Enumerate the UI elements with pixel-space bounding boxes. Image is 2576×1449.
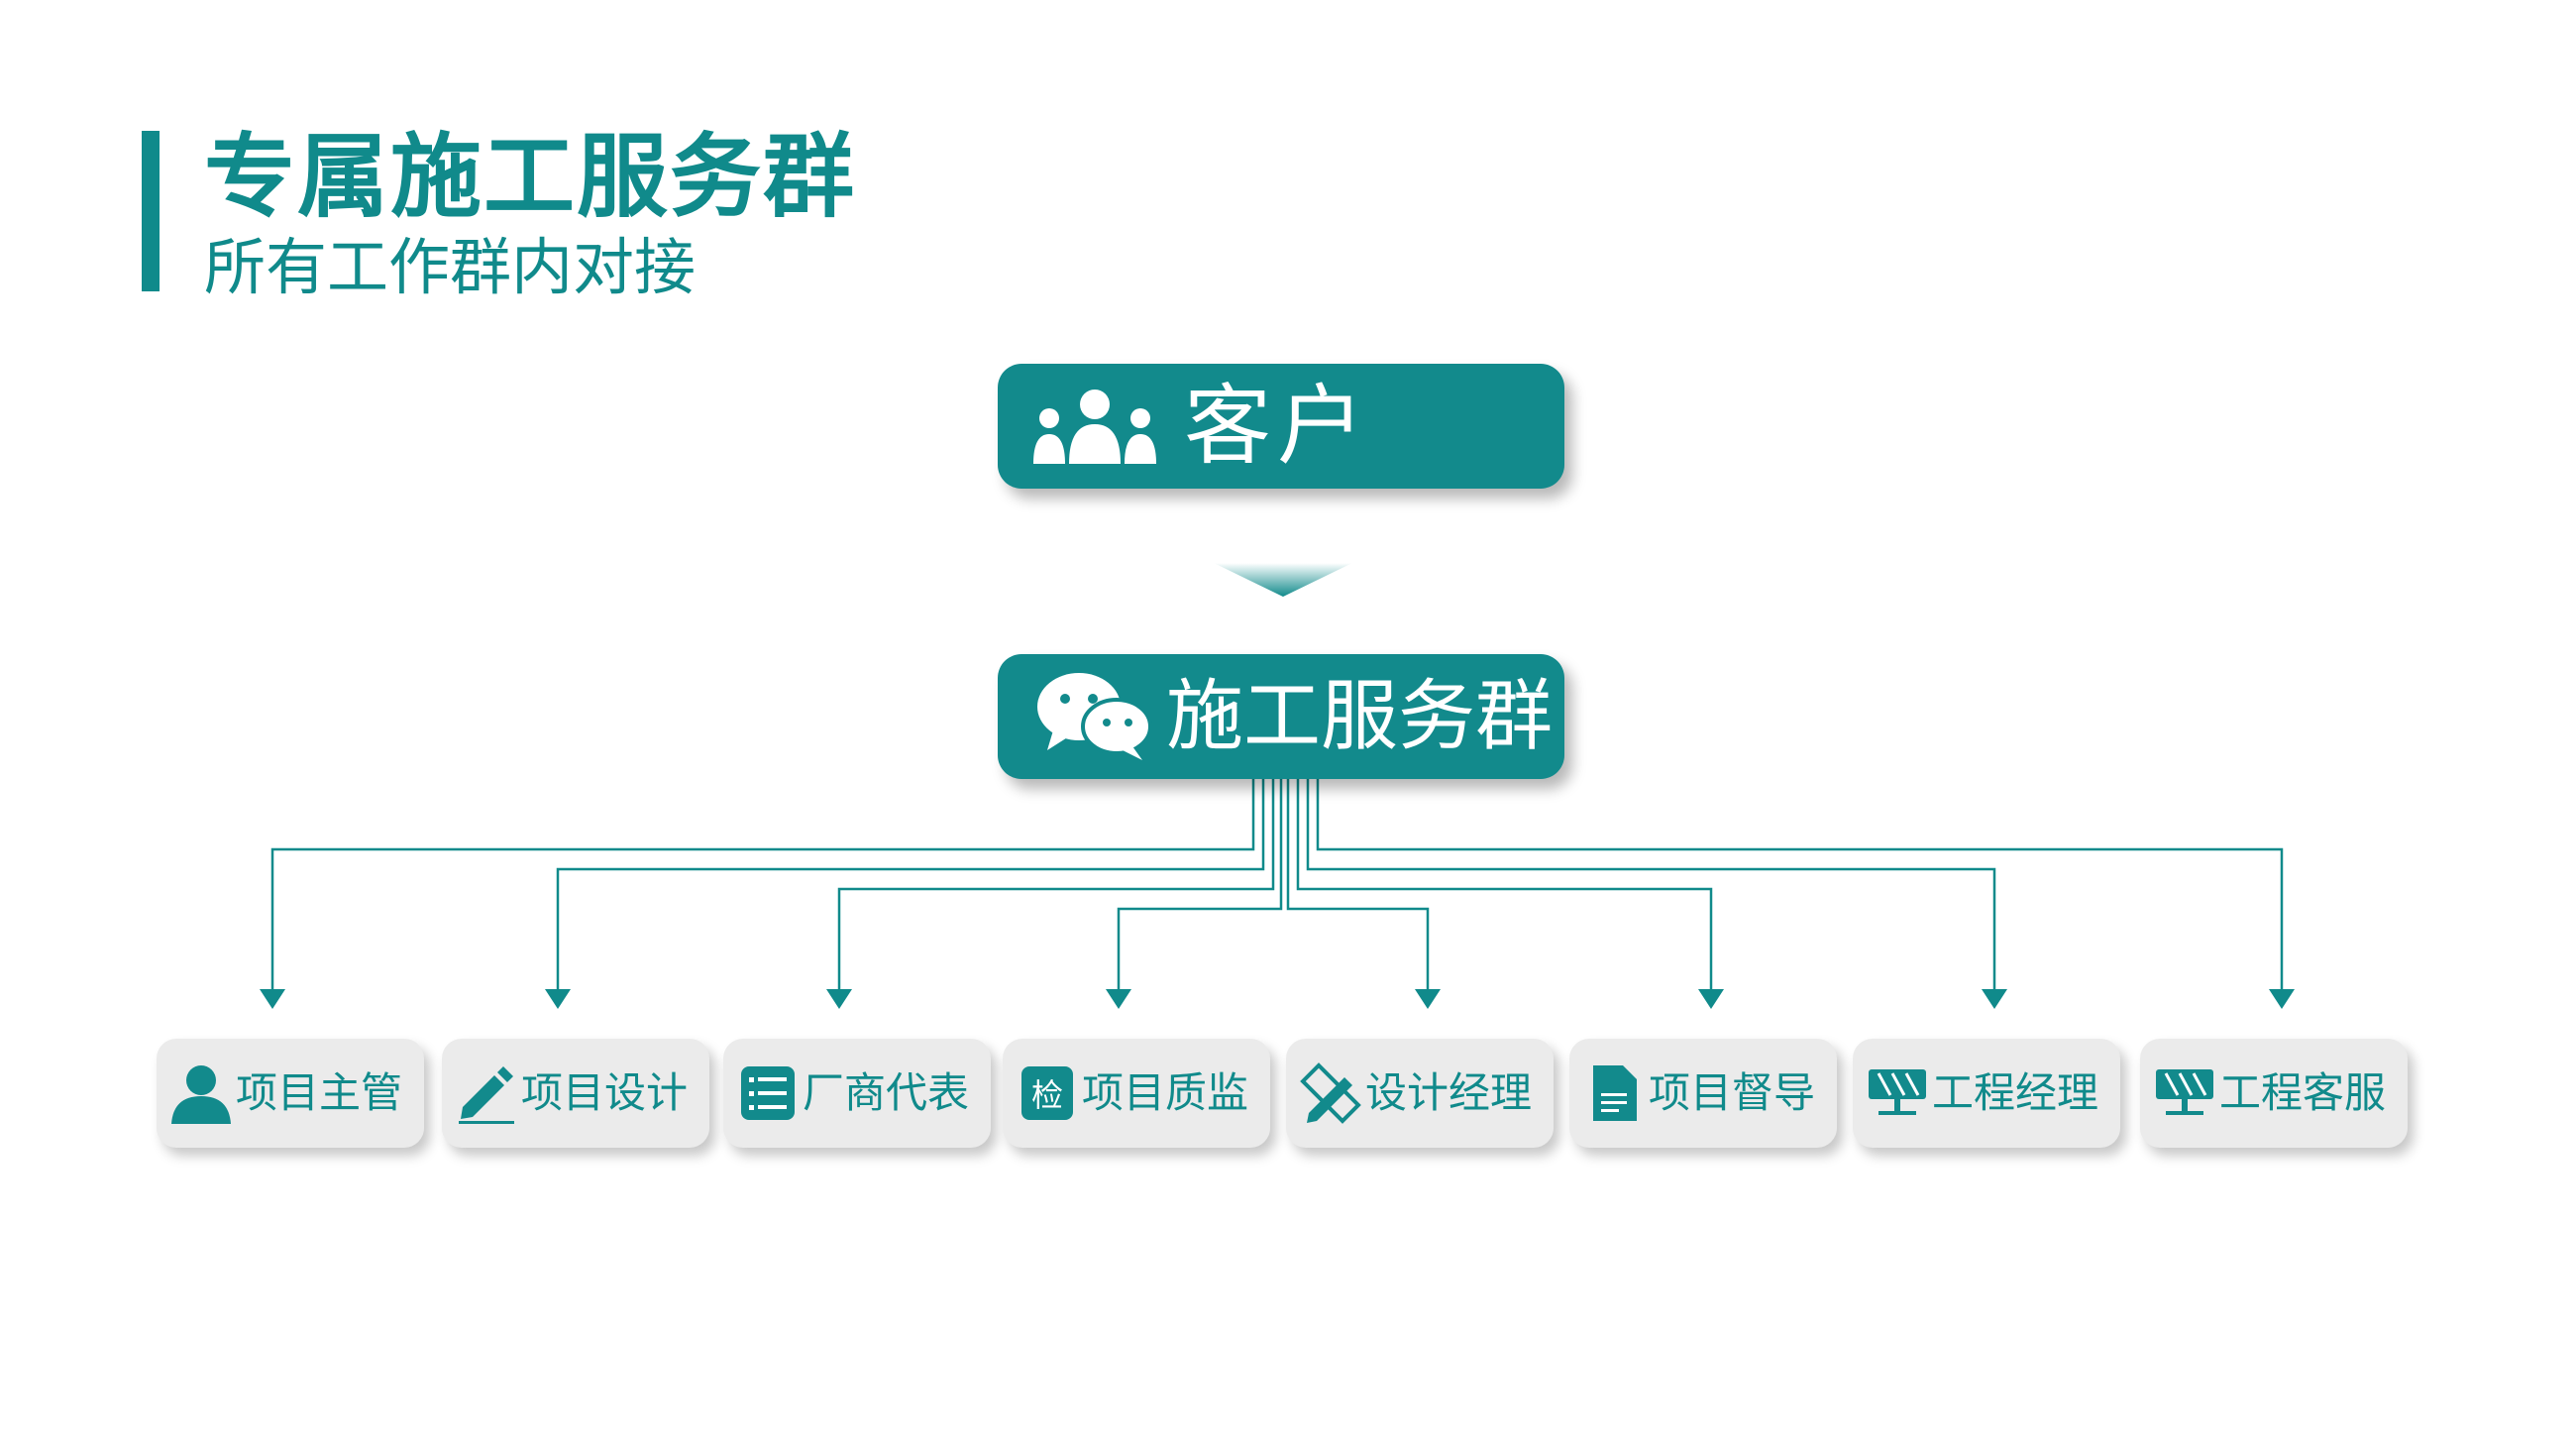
page-title: 专属施工服务群 bbox=[204, 124, 857, 230]
branch-line-7 bbox=[1306, 779, 1996, 989]
branch-arrowhead-1 bbox=[260, 989, 285, 1009]
ruler-pencil-icon bbox=[1298, 1060, 1363, 1126]
branch-connectors bbox=[270, 779, 2284, 989]
solar-panel-icon bbox=[2152, 1060, 2217, 1126]
role-label: 厂商代表 bbox=[803, 1068, 970, 1117]
role-box-5: 设计经理 bbox=[1286, 1039, 1554, 1148]
customer-label: 客户 bbox=[1184, 375, 1371, 477]
branch-arrowhead-4 bbox=[1106, 989, 1131, 1009]
branch-arrowhead-7 bbox=[1982, 989, 2007, 1009]
role-box-1: 项目主管 bbox=[157, 1039, 424, 1148]
role-box-8: 工程客服 bbox=[2140, 1039, 2408, 1148]
role-box-3: 厂商代表 bbox=[723, 1039, 991, 1148]
title-accent-bar bbox=[142, 131, 160, 291]
down-arrow-triangle bbox=[1214, 563, 1352, 597]
role-box-2: 项目设计 bbox=[442, 1039, 709, 1148]
document-icon bbox=[1581, 1060, 1647, 1126]
role-label: 项目主管 bbox=[236, 1068, 403, 1117]
list-icon bbox=[735, 1060, 801, 1126]
inspect-badge-icon: 检 bbox=[1015, 1060, 1080, 1126]
role-label: 项目质监 bbox=[1082, 1068, 1249, 1117]
branch-line-3 bbox=[837, 779, 1275, 989]
branch-line-4 bbox=[1117, 779, 1283, 989]
branch-line-1 bbox=[270, 779, 1255, 989]
branch-arrowhead-5 bbox=[1415, 989, 1441, 1009]
branch-line-5 bbox=[1286, 779, 1430, 989]
role-label: 工程经理 bbox=[1932, 1068, 2099, 1117]
role-label: 项目设计 bbox=[521, 1068, 689, 1117]
role-label: 项目督导 bbox=[1649, 1068, 1816, 1117]
branch-arrowhead-6 bbox=[1698, 989, 1724, 1009]
pencil-icon bbox=[454, 1060, 519, 1126]
page-subtitle: 所有工作群内对接 bbox=[204, 231, 697, 303]
person-icon bbox=[168, 1060, 234, 1126]
role-box-4: 检 项目质监 bbox=[1003, 1039, 1270, 1148]
branch-arrowhead-3 bbox=[826, 989, 852, 1009]
role-label: 设计经理 bbox=[1365, 1068, 1533, 1117]
role-label: 工程客服 bbox=[2219, 1068, 2387, 1117]
people-group-icon bbox=[1029, 385, 1160, 468]
role-box-6: 项目督导 bbox=[1569, 1039, 1837, 1148]
branch-arrowhead-8 bbox=[2269, 989, 2295, 1009]
inspect-badge-text: 检 bbox=[1021, 1066, 1073, 1120]
branch-arrowhead-2 bbox=[545, 989, 571, 1009]
service-group-label: 施工服务群 bbox=[1166, 672, 1554, 761]
branch-line-8 bbox=[1316, 779, 2284, 989]
role-box-7: 工程经理 bbox=[1853, 1039, 2120, 1148]
solar-panel-icon bbox=[1865, 1060, 1930, 1126]
service-group-node: 施工服务群 bbox=[998, 654, 1564, 779]
branch-line-6 bbox=[1296, 779, 1713, 989]
branch-line-2 bbox=[556, 779, 1265, 989]
branch-arrowheads bbox=[260, 989, 2295, 1009]
wechat-chat-icon bbox=[1035, 669, 1152, 764]
customer-node: 客户 bbox=[998, 364, 1564, 489]
